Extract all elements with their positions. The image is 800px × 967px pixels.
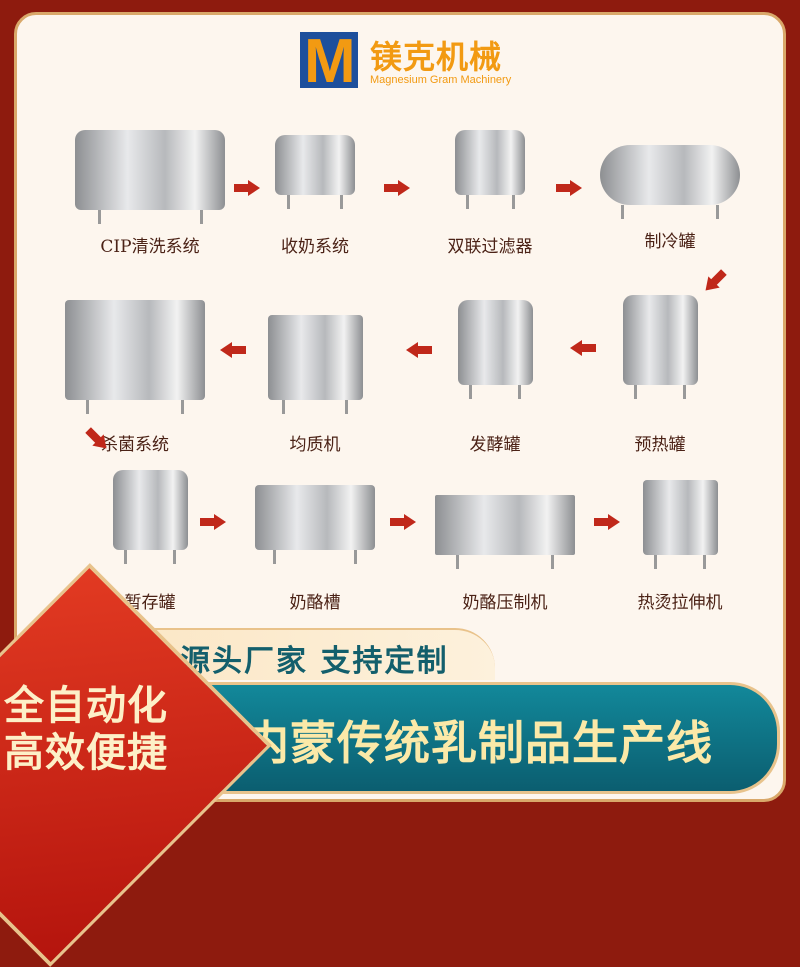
step-label: 奶酪槽 <box>289 593 341 613</box>
machine-image <box>642 480 718 569</box>
step-label: 制冷罐 <box>644 232 696 252</box>
step-label: 收奶系统 <box>281 237 349 257</box>
machine-image <box>455 130 525 209</box>
step-stretching-machine: 热烫拉伸机 <box>605 480 755 613</box>
machine-image <box>600 145 740 219</box>
arrow-left-icon <box>568 340 596 356</box>
step-label: 杀菌系统 <box>101 435 169 455</box>
brand-name-cn: 镁克机械 <box>370 38 503 76</box>
machine-image <box>267 315 363 414</box>
badge-line-2: 高效便捷 <box>4 730 168 776</box>
machine-image <box>75 130 225 224</box>
step-label: 热烫拉伸机 <box>637 593 723 613</box>
step-duplex-filter: 双联过滤器 <box>415 130 565 257</box>
machine-image <box>65 300 205 414</box>
step-label: 奶酪压制机 <box>462 593 548 613</box>
logo-mark: M <box>300 27 358 96</box>
feature-badge: 全自动化 高效便捷 <box>4 683 168 777</box>
arrow-right-icon <box>556 180 584 196</box>
machine-image <box>435 495 575 569</box>
step-cip: CIP清洗系统 <box>75 130 225 257</box>
arrow-right-icon <box>594 514 622 530</box>
arrow-right-icon <box>384 180 412 196</box>
arrow-left-icon <box>404 342 432 358</box>
banner-title: 内蒙传统乳制品生产线 <box>243 716 713 770</box>
step-fermentation-tank: 发酵罐 <box>420 300 570 455</box>
step-label: 发酵罐 <box>469 435 521 455</box>
brand-logo: M 镁克机械 Magnesium Gram Machinery <box>300 27 512 96</box>
step-sterilization: 杀菌系统 <box>60 300 210 455</box>
machine-image <box>255 485 375 564</box>
step-cooling-tank: 制冷罐 <box>595 145 745 252</box>
step-label: CIP清洗系统 <box>100 237 200 257</box>
step-label: 暂存罐 <box>124 593 176 613</box>
machine-image <box>112 470 188 564</box>
step-label: 均质机 <box>289 435 341 455</box>
arrow-right-icon <box>200 514 228 530</box>
tagline-ribbon: 源头厂家 支持定制 <box>135 628 495 680</box>
step-cheese-press: 奶酪压制机 <box>430 495 580 613</box>
arrow-left-icon <box>218 342 246 358</box>
tagline-text: 源头厂家 支持定制 <box>180 644 449 679</box>
step-homogenizer: 均质机 <box>240 315 390 455</box>
brand-name-en: Magnesium Gram Machinery <box>370 74 512 86</box>
step-preheat-tank: 预热罐 <box>585 295 735 455</box>
badge-line-1: 全自动化 <box>4 683 168 729</box>
step-label: 预热罐 <box>634 435 686 455</box>
step-cheese-vat: 奶酪槽 <box>240 485 390 613</box>
machine-image <box>275 135 355 209</box>
machine-image <box>622 295 698 399</box>
machine-image <box>457 300 533 399</box>
step-milk-receiving: 收奶系统 <box>240 130 390 257</box>
step-storage-tank: 暂存罐 <box>75 470 225 613</box>
step-label: 双联过滤器 <box>447 237 533 257</box>
arrow-right-icon <box>390 514 418 530</box>
arrow-right-icon <box>234 180 262 196</box>
